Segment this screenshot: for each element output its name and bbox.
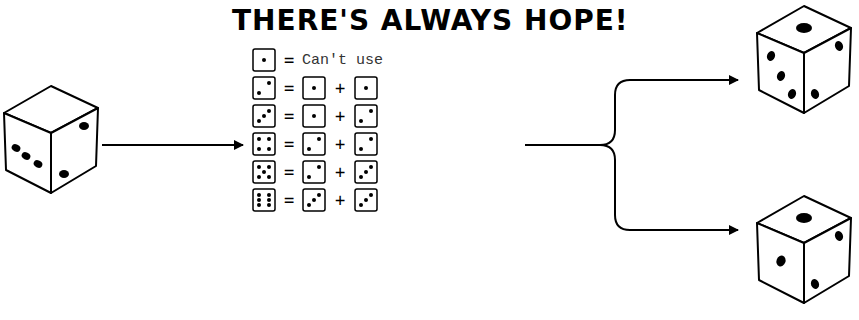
note-text: Can't use (302, 53, 383, 68)
die-pip (267, 193, 271, 197)
branch-arrow (525, 80, 738, 145)
equation-sign: = (284, 136, 294, 153)
die-pip (834, 40, 845, 52)
die-face-icon (253, 161, 275, 183)
die-face-icon (253, 189, 275, 211)
die-pip (257, 198, 261, 202)
die-pip (766, 50, 777, 62)
die-pip (267, 147, 271, 151)
equation-sign: = (284, 80, 294, 97)
die-pip (262, 170, 266, 174)
die-pip (307, 203, 311, 207)
die-face-icon (355, 161, 377, 183)
die-pip (317, 165, 321, 169)
equation-sign: + (335, 108, 345, 125)
equation-sign: + (335, 164, 345, 181)
die-pip (257, 147, 261, 151)
die-cube (4, 86, 98, 193)
die-face-icon (303, 189, 325, 211)
die-face-icon (253, 105, 275, 127)
die-pip (359, 119, 363, 123)
die-pip (257, 119, 261, 123)
die-pip (307, 175, 311, 179)
die-face-icon (253, 77, 275, 99)
die-pip (307, 147, 311, 151)
die-pip (262, 58, 266, 62)
die-pip (796, 213, 812, 223)
equation-sign: = (284, 164, 294, 181)
die-pip (257, 137, 261, 141)
equation-sign: = (284, 52, 294, 69)
die-pip (262, 114, 266, 118)
equation-sign: + (335, 192, 345, 209)
die-pip (257, 175, 261, 179)
die-face (757, 33, 804, 113)
die-pip (369, 109, 373, 113)
die-pip (359, 147, 363, 151)
die-face-icon (303, 133, 325, 155)
die-pip (257, 91, 261, 95)
die-face (804, 28, 851, 113)
flow-arrow (102, 144, 243, 146)
die-face-icon (303, 105, 325, 127)
die-face-icon (253, 49, 275, 71)
die-pip (312, 86, 316, 90)
die-pip (796, 23, 812, 33)
die-pip (267, 198, 271, 202)
die-pip (364, 198, 368, 202)
die-face (51, 108, 98, 193)
die-pip (317, 193, 321, 197)
die-pip (359, 203, 363, 207)
die-pip (810, 278, 821, 290)
die-pip (267, 109, 271, 113)
equation-sign: = (284, 108, 294, 125)
die-pip (59, 170, 69, 178)
die-pip (32, 159, 43, 169)
die-pip (20, 151, 31, 161)
die-pip (312, 114, 316, 118)
die-pip (267, 175, 271, 179)
die-pip (257, 193, 261, 197)
diagram-title: THERE'S ALWAYS HOPE! (232, 4, 629, 37)
die-cube (757, 6, 851, 113)
die-face-icon (355, 133, 377, 155)
die-pip (834, 230, 845, 242)
die-pip (267, 137, 271, 141)
equation-sign: = (284, 192, 294, 209)
die-pip (364, 86, 368, 90)
die-pip (359, 175, 363, 179)
die-pip (776, 70, 787, 82)
die-pip (267, 165, 271, 169)
die-pip (369, 193, 373, 197)
equation-sign: + (335, 136, 345, 153)
die-pip (267, 81, 271, 85)
die-pip (810, 88, 821, 100)
die-face (757, 223, 804, 303)
die-cube (757, 196, 851, 303)
die-face-icon (355, 189, 377, 211)
die-pip (267, 203, 271, 207)
die-pip (257, 203, 261, 207)
die-pip (369, 165, 373, 169)
die-face-icon (303, 161, 325, 183)
die-pip (364, 170, 368, 174)
die-pip (787, 88, 798, 100)
die-face-icon (303, 77, 325, 99)
die-face-icon (253, 133, 275, 155)
die-pip (317, 137, 321, 141)
die-face (4, 113, 51, 193)
die-pip (257, 165, 261, 169)
die-face-icon (355, 77, 377, 99)
die-face (804, 218, 851, 303)
die-pip (312, 198, 316, 202)
equation-sign: + (335, 80, 345, 97)
die-pip (10, 143, 21, 153)
die-face-icon (355, 105, 377, 127)
die-pip (79, 122, 89, 130)
branch-arrow (600, 145, 738, 230)
die-pip (775, 254, 787, 267)
die-pip (369, 137, 373, 141)
